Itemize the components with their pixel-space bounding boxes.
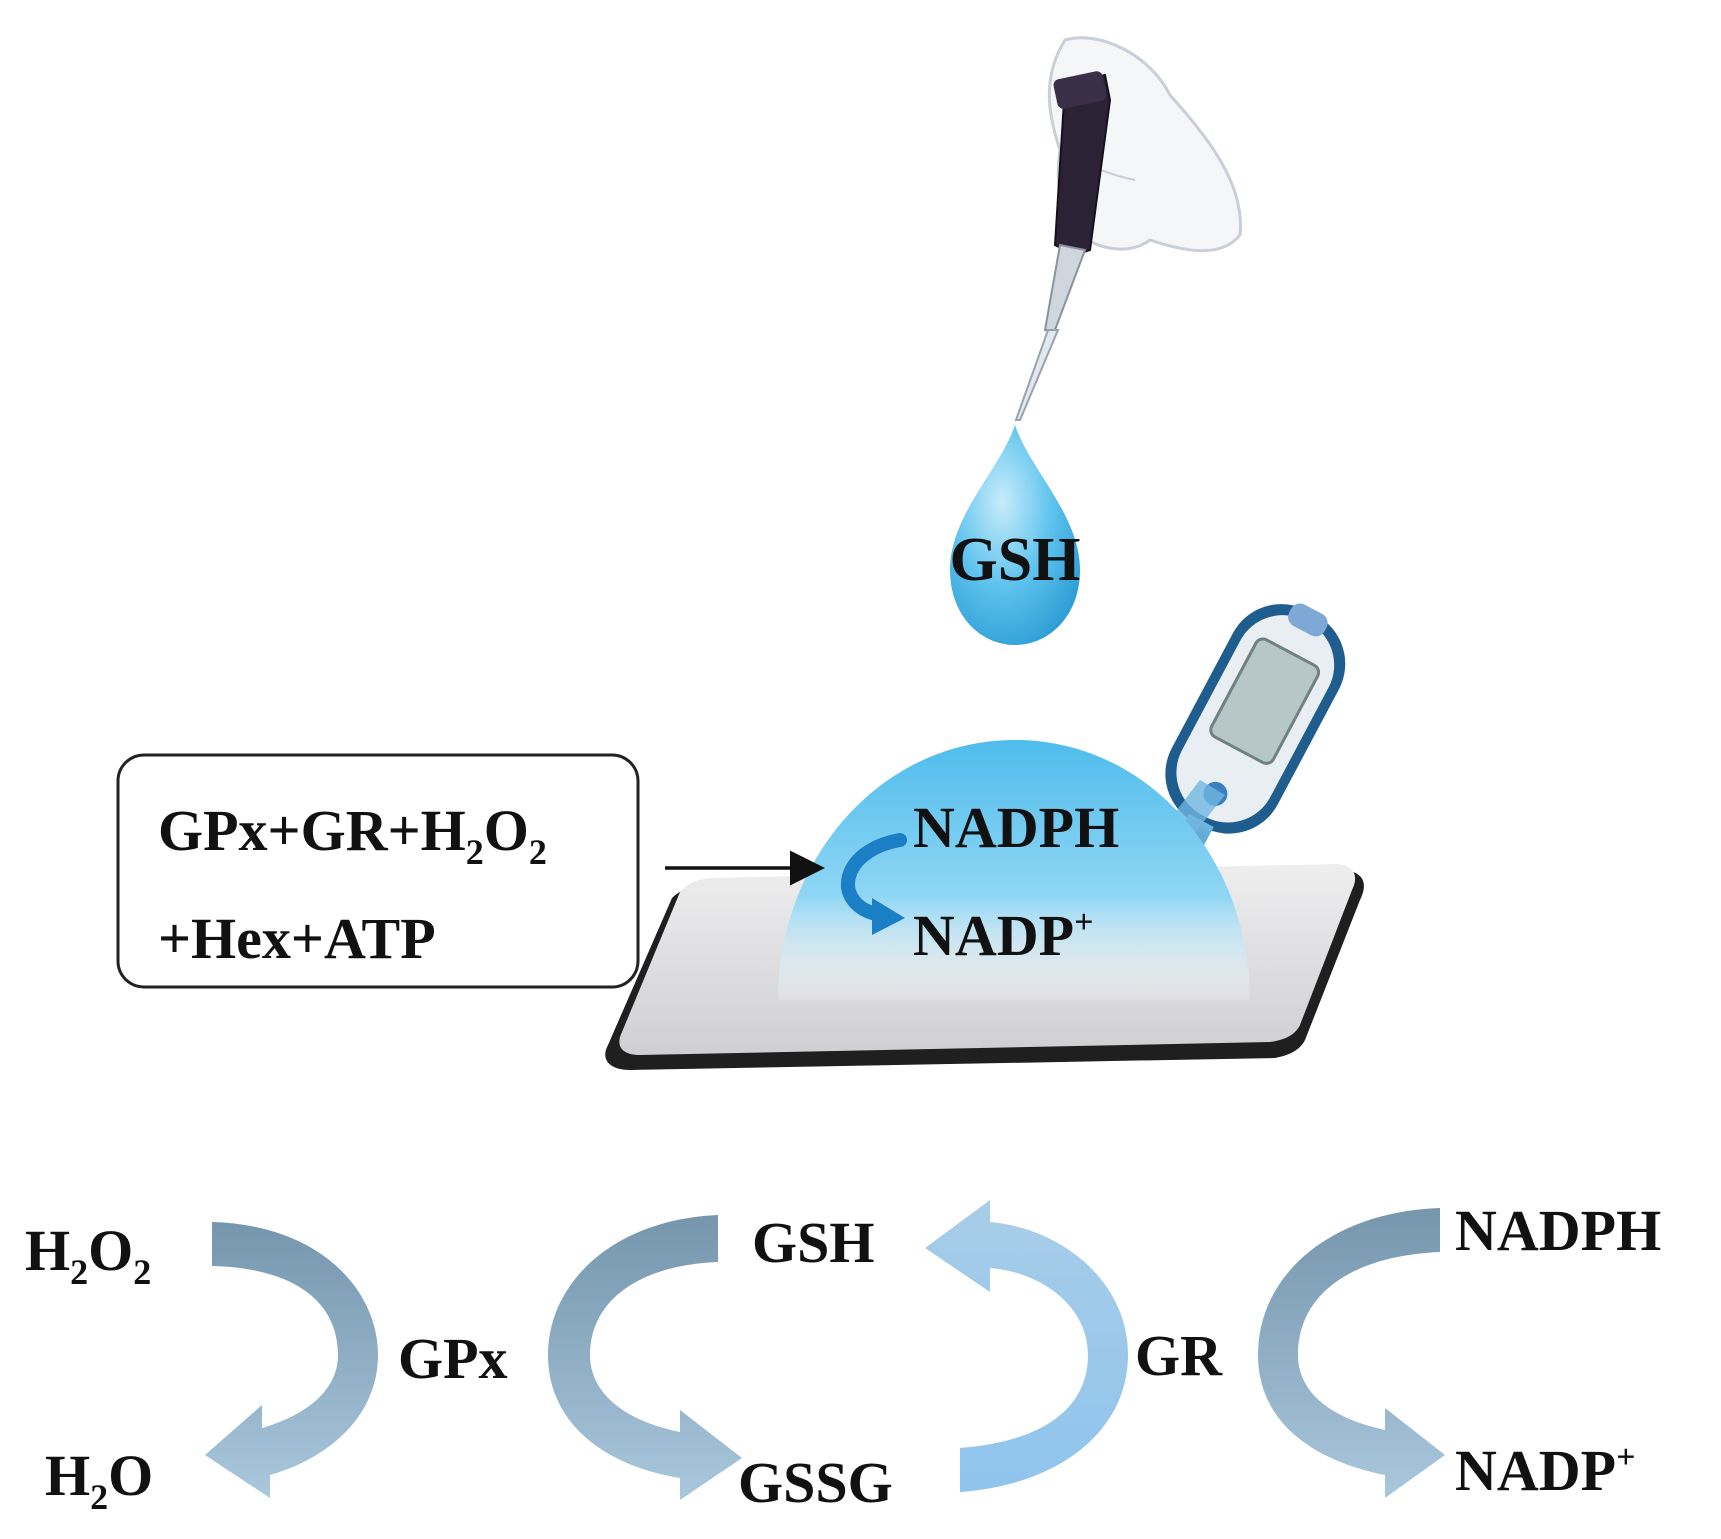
arrow-gsh-to-gssg <box>548 1215 742 1500</box>
reagent-line-1: GPx+GR+H2O2 <box>158 798 547 872</box>
pipette-body <box>1053 73 1112 257</box>
arrow-nadph-to-nadp <box>1258 1208 1445 1498</box>
reaction-dome: NADPH NADP+ <box>778 740 1250 1000</box>
gsh-drop: GSH <box>950 425 1081 645</box>
reagent-line-2: +Hex+ATP <box>158 906 436 971</box>
pathway-h2o2: H2O2 <box>25 1218 151 1292</box>
dome-nadp-label: NADP+ <box>913 903 1093 968</box>
dome-conversion-arrow <box>841 833 907 922</box>
arrow-gssg-to-gsh <box>925 1200 1128 1492</box>
pathway-nadph: NADPH <box>1455 1198 1661 1263</box>
pathway-gpx: GPx <box>398 1326 508 1391</box>
pathway-nadp: NADP+ <box>1455 1438 1635 1503</box>
drop-label: GSH <box>950 526 1081 594</box>
pathway-gr: GR <box>1135 1323 1223 1388</box>
dome-nadph-label: NADPH <box>913 795 1119 860</box>
arrow-h2o2-to-h2o <box>205 1222 378 1498</box>
reagent-box: GPx+GR+H2O2 +Hex+ATP <box>116 753 640 989</box>
pathway-gsh: GSH <box>752 1210 875 1275</box>
pipette-illustration <box>1014 36 1242 421</box>
pathway-h2o: H2O <box>45 1443 153 1517</box>
glucometer-screen <box>1209 637 1321 765</box>
pathway-gssg: GSSG <box>738 1450 893 1515</box>
reaction-pathway: H2O2 H2O GPx GSH GSSG GR NADPH NADP+ <box>25 1198 1661 1517</box>
